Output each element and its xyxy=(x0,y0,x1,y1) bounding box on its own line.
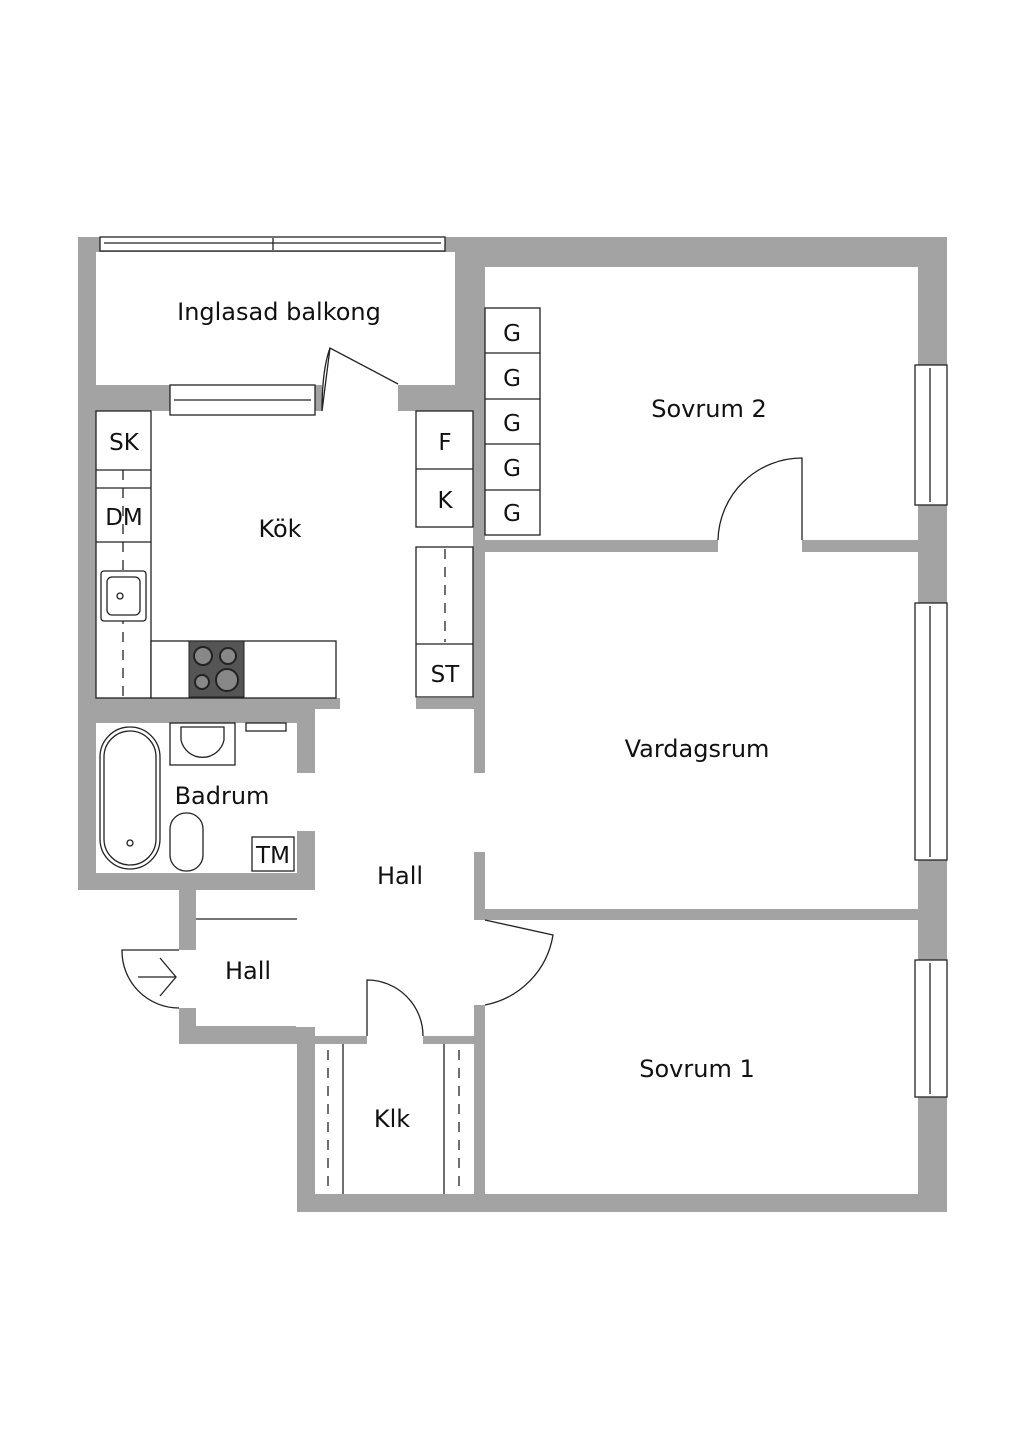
wardrobe-label: G xyxy=(503,366,521,392)
kitchen-fixtures xyxy=(95,410,474,699)
wardrobe-units: G G G G G xyxy=(484,307,541,536)
wardrobe-label: G xyxy=(503,321,521,347)
room-label-living-room: Vardagsrum xyxy=(625,735,770,763)
doors xyxy=(121,346,803,1037)
windows xyxy=(99,236,948,1098)
washing-machine-label: TM xyxy=(255,843,290,869)
room-label-hall: Hall xyxy=(377,862,423,890)
wardrobe-label: G xyxy=(503,456,521,482)
room-label-entry-hall: Hall xyxy=(225,957,271,985)
room-label-closet: Klk xyxy=(374,1105,410,1133)
room-label-bedroom-1: Sovrum 1 xyxy=(639,1055,754,1083)
room-label-balcony: Inglasad balkong xyxy=(177,298,381,326)
room-label-bedroom-2: Sovrum 2 xyxy=(651,395,766,423)
fridge-freezer-label: SK xyxy=(109,430,140,456)
cabinet-label: ST xyxy=(431,662,461,688)
dishwasher-label: DM xyxy=(105,505,143,531)
bathroom-fixtures xyxy=(99,722,295,872)
entrance-arrow-icon xyxy=(138,957,177,997)
room-label-bathroom: Badrum xyxy=(175,782,270,810)
wardrobe-label: G xyxy=(503,411,521,437)
storage-lines xyxy=(196,918,460,1194)
room-areas xyxy=(96,252,918,1194)
wardrobe-label: G xyxy=(503,501,521,527)
room-label-kitchen: Kök xyxy=(258,515,301,543)
freezer-label: F xyxy=(438,430,451,456)
fridge-label: K xyxy=(437,488,453,514)
